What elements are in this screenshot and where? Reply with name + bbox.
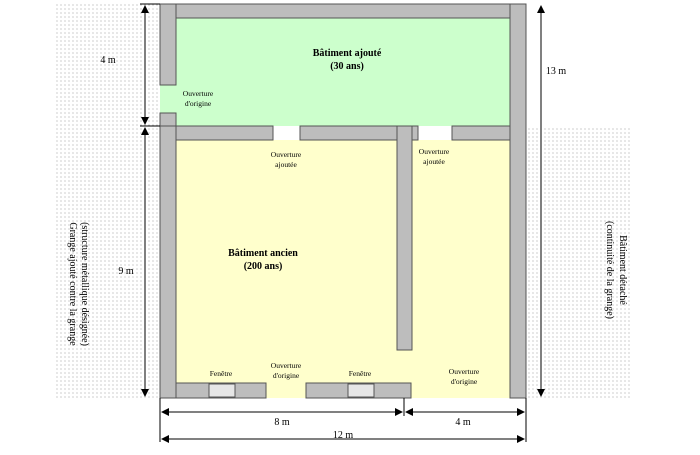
opening-added-1-line2: ajoutée bbox=[275, 160, 297, 169]
opening-bottom-2-line2: d'origine bbox=[451, 377, 478, 386]
opening-added-2-line1: Ouverture bbox=[419, 147, 450, 156]
wall-middle-2 bbox=[299, 125, 419, 141]
added-building-age: (30 ans) bbox=[330, 61, 364, 72]
opening-bottom-2-line1: Ouverture bbox=[449, 367, 480, 376]
walls bbox=[159, 3, 527, 399]
added-building-floor bbox=[160, 18, 510, 126]
left-side-label-line2: (structure métallique désignée) bbox=[79, 222, 90, 346]
right-side-label-line1: Bâtiment détaché bbox=[617, 235, 628, 305]
wall-left-stub bbox=[159, 112, 177, 127]
opening-left-original-line1: Ouverture bbox=[183, 89, 214, 98]
wall-partition bbox=[396, 125, 413, 351]
right-barn-area bbox=[527, 126, 632, 398]
wall-middle-1 bbox=[175, 125, 274, 141]
opening-bottom-1-line2: d'origine bbox=[273, 371, 300, 380]
dim-label-bottom-a: 8 m bbox=[274, 417, 290, 428]
opening-bottom-1-line1: Ouverture bbox=[271, 361, 302, 370]
window-pane-2 bbox=[347, 383, 375, 398]
dim-label-bottom-b: 4 m bbox=[455, 417, 471, 428]
opening-left-original-line2: d'origine bbox=[185, 99, 212, 108]
dimension-lines bbox=[140, 3, 545, 443]
left-side-label-line1: Grange ajouté contre la grange bbox=[67, 222, 78, 346]
wall-left-upper bbox=[159, 3, 177, 86]
dim-label-left-main: 9 m bbox=[118, 266, 134, 277]
old-building-floor bbox=[160, 140, 510, 398]
window-label-1: Fenêtre bbox=[210, 369, 233, 378]
right-side-label-line2: (continuité de la grange) bbox=[604, 221, 615, 319]
wall-middle-3 bbox=[451, 125, 511, 141]
wall-top bbox=[159, 3, 527, 19]
old-building-title: Bâtiment ancien bbox=[228, 248, 298, 259]
dim-label-top-left: 4 m bbox=[100, 55, 116, 66]
added-building-title: Bâtiment ajouté bbox=[313, 48, 382, 59]
wall-left-lower bbox=[159, 125, 177, 399]
dim-label-bottom-total: 12 m bbox=[333, 430, 354, 441]
old-building-age: (200 ans) bbox=[244, 261, 283, 272]
window-pane-1 bbox=[208, 383, 236, 398]
opening-added-1-line1: Ouverture bbox=[271, 150, 302, 159]
wall-right bbox=[509, 3, 527, 399]
opening-added-2-line2: ajoutée bbox=[423, 157, 445, 166]
dim-label-right-total: 13 m bbox=[546, 66, 567, 77]
window-label-2: Fenêtre bbox=[349, 369, 372, 378]
